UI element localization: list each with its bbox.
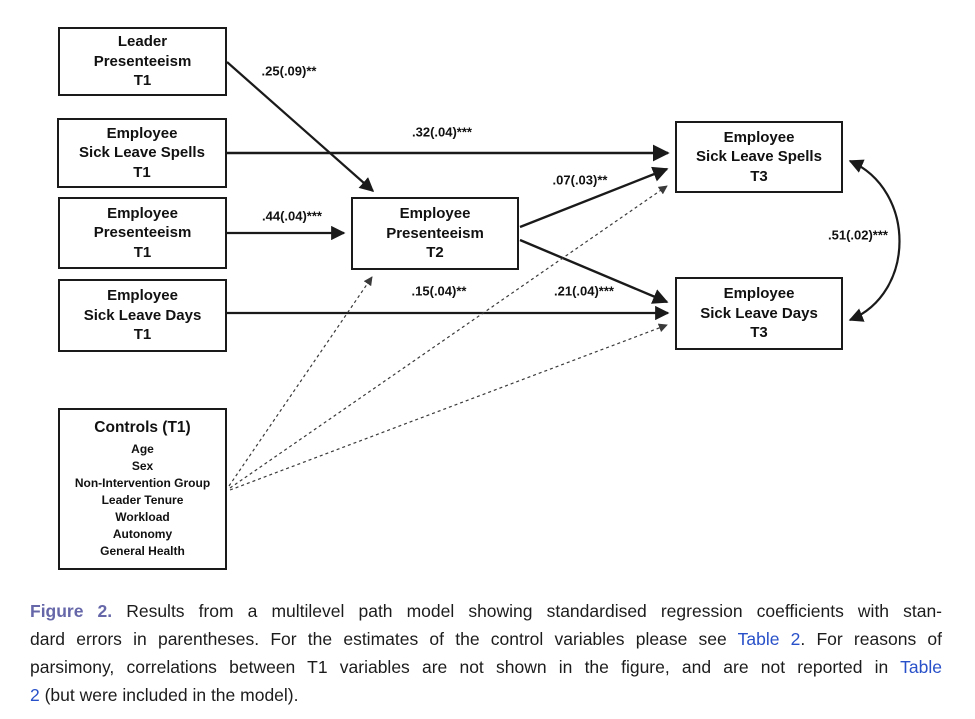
box-employee-sick-leave-spells-t1: Employee Sick Leave Spells T1 bbox=[57, 118, 227, 188]
box-line: Employee bbox=[106, 124, 178, 142]
table-2-link[interactable]: 2 bbox=[30, 685, 40, 705]
box-employee-sick-leave-spells-t3: Employee Sick Leave Spells T3 bbox=[675, 121, 843, 193]
caption-text: (but were included in the model). bbox=[39, 685, 299, 705]
box-line: T1 bbox=[133, 243, 152, 261]
box-line: Sick Leave Days bbox=[700, 304, 818, 322]
box-line: Sick Leave Spells bbox=[696, 148, 822, 166]
box-line: Employee bbox=[723, 128, 795, 146]
box-line: T2 bbox=[426, 244, 444, 262]
caption-text: parsimony, correlations between T1 varia… bbox=[30, 657, 901, 677]
dashed-arrow-controls-to-days-t3 bbox=[229, 323, 668, 491]
box-line: Sick Leave Spells bbox=[79, 144, 205, 162]
controls-item-autonomy: Autonomy bbox=[112, 526, 173, 541]
table-2-link[interactable]: Table 2 bbox=[737, 629, 801, 649]
caption-text: . For reasons of bbox=[800, 629, 942, 649]
box-line: T1 bbox=[133, 163, 151, 181]
box-line: Presenteeism bbox=[93, 224, 192, 242]
box-line: Presenteeism bbox=[93, 52, 192, 70]
box-line: Sick Leave Days bbox=[83, 306, 202, 324]
box-line: T3 bbox=[750, 324, 768, 342]
box-leader-presenteeism-t1: Leader Presenteeism T1 bbox=[58, 27, 227, 96]
caption-line: dard errors in parentheses. For the esti… bbox=[30, 625, 942, 653]
caption-line: 2 (but were included in the model). bbox=[30, 681, 942, 709]
controls-item-sex: Sex bbox=[131, 458, 154, 473]
box-line: T1 bbox=[133, 72, 152, 90]
controls-title: Controls (T1) bbox=[94, 419, 191, 437]
box-employee-presenteeism-t1: Employee Presenteeism T1 bbox=[58, 197, 227, 269]
box-line: Leader bbox=[117, 33, 168, 51]
coef-pres-t2-to-spells-t3: .07(.03)** bbox=[552, 172, 608, 188]
coef-pres-t1-to-pres-t2: .44(.04)*** bbox=[262, 208, 322, 224]
controls-item-workload: Workload bbox=[115, 509, 170, 524]
box-line: Presenteeism bbox=[386, 224, 484, 242]
figure-caption: Figure 2. Results from a multilevel path… bbox=[30, 597, 942, 709]
coef-spells-t1-to-spells-t3: .32(.04)*** bbox=[412, 124, 472, 140]
coef-days-t1-to-days-t3: .15(.04)** bbox=[411, 283, 467, 299]
figure-number-label: Figure 2. bbox=[30, 601, 113, 621]
controls-item-non-intervention-group: Non-Intervention Group bbox=[74, 475, 211, 490]
box-employee-sick-leave-days-t1: Employee Sick Leave Days T1 bbox=[58, 279, 227, 352]
controls-item-age: Age bbox=[131, 441, 154, 456]
coef-leader-t1-to-pres-t2: .25(.09)** bbox=[261, 63, 317, 79]
box-line: T1 bbox=[133, 326, 152, 344]
caption-line: Figure 2. Results from a multilevel path… bbox=[30, 597, 942, 625]
caption-line: parsimony, correlations between T1 varia… bbox=[30, 653, 942, 681]
box-employee-presenteeism-t2: Employee Presenteeism T2 bbox=[351, 197, 519, 270]
box-line: Employee bbox=[399, 205, 471, 223]
coef-pres-t2-to-days-t3: .21(.04)*** bbox=[554, 283, 614, 299]
box-line: T3 bbox=[750, 167, 768, 185]
caption-text: Results from a multilevel path model sho… bbox=[112, 601, 943, 621]
box-line: Employee bbox=[107, 204, 178, 222]
table-2-link[interactable]: Table bbox=[900, 657, 942, 677]
box-controls-t1: Controls (T1) Age Sex Non-Intervention G… bbox=[58, 408, 227, 570]
caption-text: dard errors in parentheses. For the esti… bbox=[30, 629, 738, 649]
box-line: Employee bbox=[723, 285, 795, 303]
coef-spells-days-t3-correlation: .51(.02)*** bbox=[828, 227, 888, 243]
dashed-arrow-controls-to-pres-t2 bbox=[228, 276, 373, 487]
controls-item-general-health: General Health bbox=[100, 543, 185, 558]
controls-item-leader-tenure: Leader Tenure bbox=[101, 492, 184, 507]
arrow-leader-t1-to-pres-t2 bbox=[226, 61, 375, 192]
box-employee-sick-leave-days-t3: Employee Sick Leave Days T3 bbox=[675, 277, 843, 350]
box-line: Employee bbox=[107, 287, 178, 305]
